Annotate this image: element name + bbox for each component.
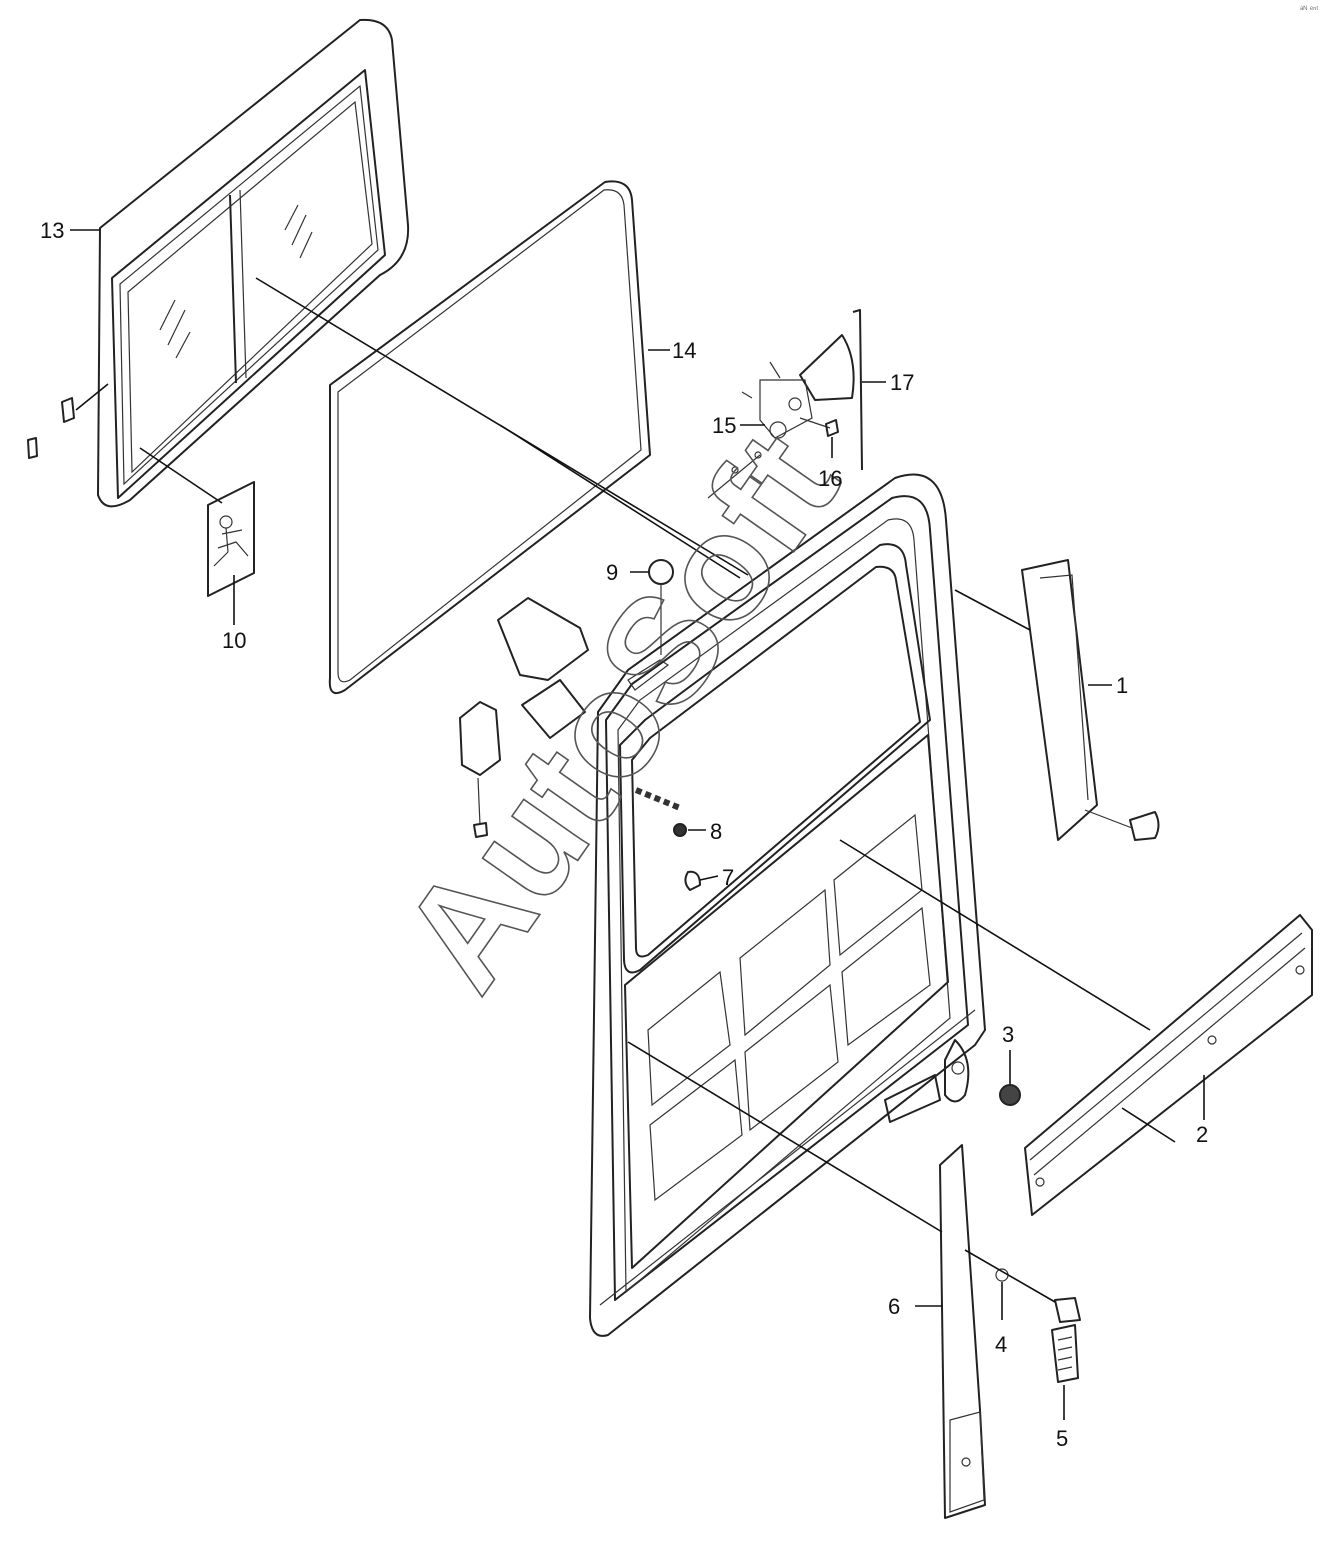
glass-seal: [328, 180, 670, 694]
vertical-strip: [954, 559, 1160, 841]
leader-lines: [499, 424, 1151, 1303]
callout-4: 4: [995, 1332, 1007, 1357]
latch-parts: [995, 1268, 1081, 1420]
callout-16: 16: [818, 466, 842, 491]
horn-assembly: [707, 309, 886, 499]
callout-2: 2: [1196, 1122, 1208, 1147]
side-hardware: [459, 559, 719, 891]
callout-1: 1: [1116, 673, 1128, 698]
corner-mark: ᵃᴺ ᵉⁿᵗ: [1300, 4, 1318, 14]
callout-10: 10: [222, 628, 246, 653]
callout-15: 15: [712, 413, 736, 438]
callout-7: 7: [722, 865, 734, 890]
callout-8: 8: [710, 819, 722, 844]
callout-3: 3: [1002, 1022, 1014, 1047]
callout-17: 17: [890, 370, 914, 395]
callout-6: 6: [888, 1294, 900, 1319]
callout-14: 14: [672, 338, 696, 363]
callout-13: 13: [40, 218, 64, 243]
callout-5: 5: [1056, 1426, 1068, 1451]
watermark-text: AutoSoft: [369, 403, 870, 1018]
lower-strip: [915, 1144, 986, 1519]
sliding-window-assembly: [27, 18, 749, 576]
washer: [999, 1050, 1021, 1106]
warning-decal: [207, 481, 255, 625]
callout-9: 9: [606, 560, 618, 585]
door-frame: [589, 473, 986, 1337]
horizontal-rail: [1024, 914, 1313, 1216]
